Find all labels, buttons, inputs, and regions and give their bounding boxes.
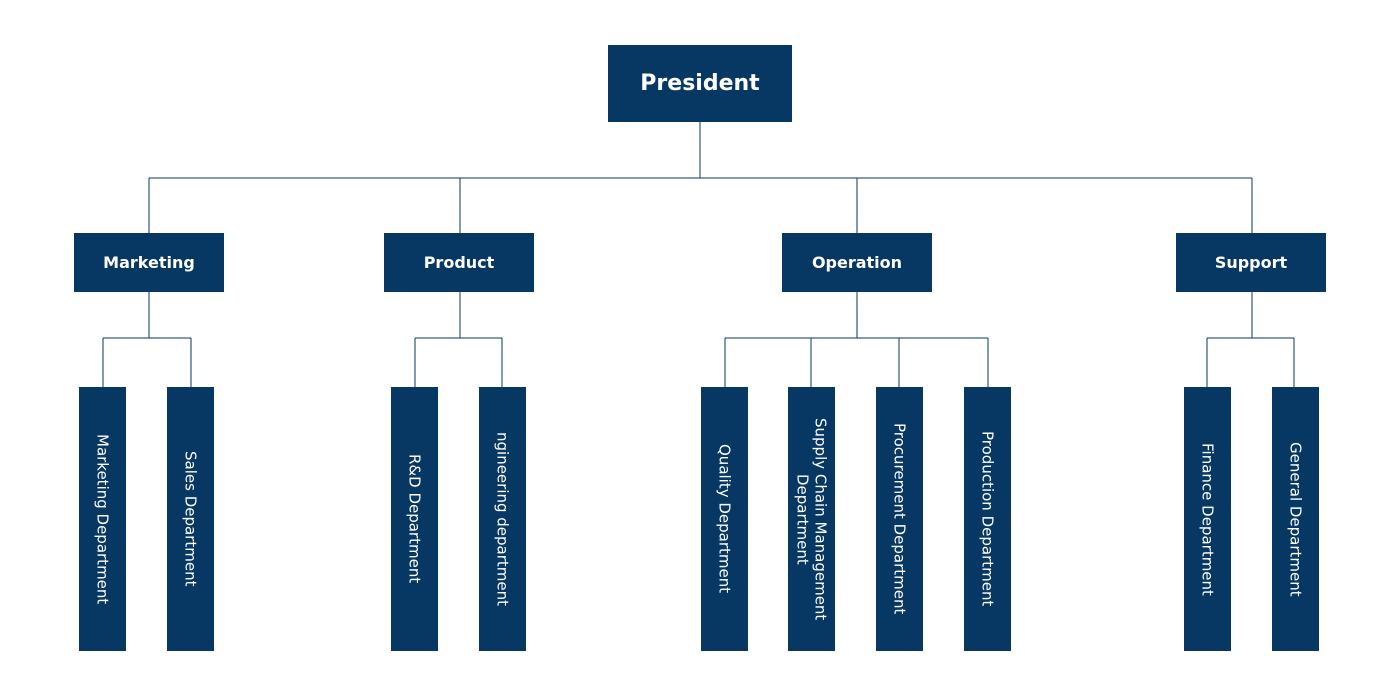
department-label: Marketing Department xyxy=(93,433,112,605)
president-label: President xyxy=(640,71,760,96)
department-box: General Department xyxy=(1272,387,1319,651)
department-box: ngineering department xyxy=(479,387,526,651)
department-label: Supply Chain Management Department xyxy=(793,417,830,621)
department-label: Quality Department xyxy=(715,444,734,594)
division-label: Marketing xyxy=(103,253,195,272)
division-label: Support xyxy=(1214,253,1288,272)
department-box: Supply Chain Management Department xyxy=(788,387,835,651)
division-label: Operation xyxy=(811,253,903,272)
division-product-box: Product xyxy=(384,233,534,292)
department-label: General Department xyxy=(1286,441,1305,597)
department-box: Procurement Department xyxy=(876,387,923,651)
department-box: Production Department xyxy=(964,387,1011,651)
department-box: Quality Department xyxy=(701,387,748,651)
department-label: Sales Department xyxy=(181,451,200,587)
division-support-box: Support xyxy=(1176,233,1326,292)
division-marketing-box: Marketing xyxy=(74,233,224,292)
department-label: ngineering department xyxy=(493,431,512,607)
department-box: Sales Department xyxy=(167,387,214,651)
president-box: President xyxy=(608,45,792,122)
department-label: Finance Department xyxy=(1198,442,1217,596)
department-label: Procurement Department xyxy=(890,423,909,615)
department-box: R&D Department xyxy=(391,387,438,651)
department-label: Production Department xyxy=(978,431,997,607)
department-label: R&D Department xyxy=(405,454,424,584)
department-box: Marketing Department xyxy=(79,387,126,651)
division-operation-box: Operation xyxy=(782,233,932,292)
division-label: Product xyxy=(423,253,495,272)
department-box: Finance Department xyxy=(1184,387,1231,651)
